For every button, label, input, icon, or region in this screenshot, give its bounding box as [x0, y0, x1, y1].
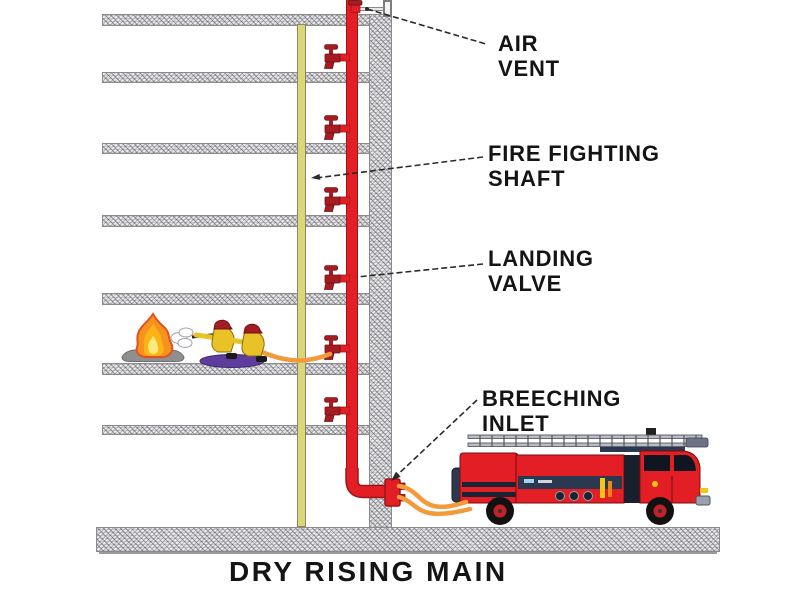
- landing-valve-icon: [324, 265, 350, 291]
- diagram-title: DRY RISING MAIN: [229, 556, 508, 587]
- water-spray-icon: [170, 327, 194, 348]
- label-landing-valve-line1: LANDING: [488, 246, 594, 271]
- breeching-inlet-icon: [345, 468, 406, 507]
- label-breeching-inlet-line1: BREECHING: [482, 386, 622, 411]
- fire-hose-icon: [259, 349, 333, 363]
- dry-riser-pipe: [346, 0, 358, 472]
- firefighters-icon: [170, 319, 333, 368]
- fire-icon: [121, 312, 185, 362]
- floor-slab: [102, 293, 371, 305]
- label-air-vent: AIR VENT: [498, 31, 560, 81]
- air-vent-icon: [348, 0, 363, 13]
- landing-valve-icon: [324, 44, 350, 70]
- air-vent-outlet: [383, 0, 392, 17]
- floor-slab: [102, 215, 371, 227]
- floor-slab: [102, 72, 371, 83]
- label-landing-valve: LANDING VALVE: [488, 246, 594, 296]
- label-air-vent-line2: VENT: [498, 56, 560, 82]
- label-fire-fighting-shaft-line2: SHAFT: [488, 166, 566, 192]
- floor-slab: [102, 425, 371, 435]
- label-breeching-inlet-line2: INLET: [482, 411, 550, 437]
- landing-valve-icon: [324, 187, 350, 213]
- landing-valve-icon: [324, 397, 350, 423]
- label-breeching-inlet: BREECHING INLET: [482, 386, 621, 436]
- ladder-icon: [467, 428, 709, 452]
- floor-slab: [102, 14, 371, 26]
- exterior-wall: [369, 14, 392, 528]
- floor-slab: [102, 143, 371, 154]
- arrowhead-icon: [311, 173, 321, 180]
- label-landing-valve-line2: VALVE: [488, 271, 563, 297]
- fire-fighting-shaft-pipe: [297, 24, 306, 527]
- landing-valve-icon: [324, 115, 350, 141]
- label-fire-fighting-shaft: FIRE FIGHTING SHAFT: [488, 141, 660, 191]
- label-air-vent-line1: AIR: [498, 31, 539, 56]
- ground-slab: [96, 527, 720, 552]
- label-fire-fighting-shaft-line1: FIRE FIGHTING: [488, 141, 660, 166]
- fire-truck-icon: [451, 428, 711, 525]
